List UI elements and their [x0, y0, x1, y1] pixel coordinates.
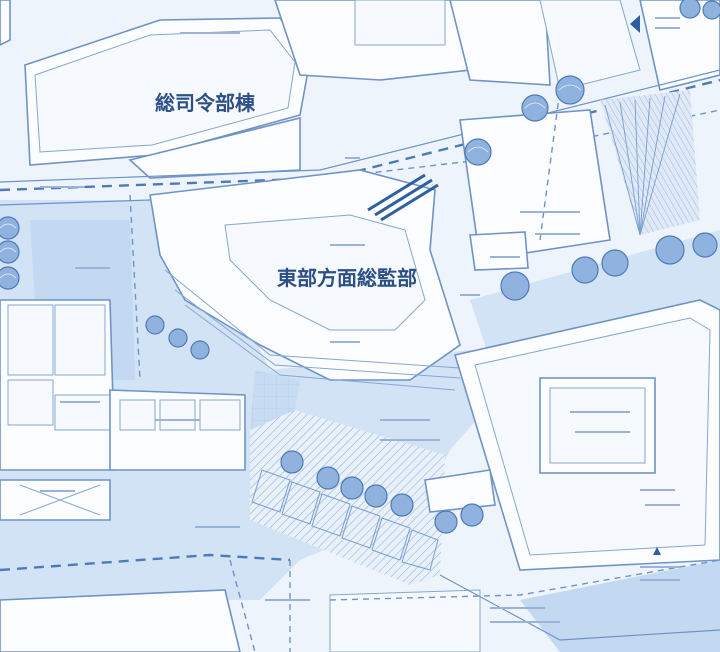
tree-icon	[280, 450, 304, 474]
tree-icon	[601, 249, 629, 277]
tree-icon	[521, 94, 549, 122]
road-edge-lower	[0, 199, 151, 206]
east-small-pavilion	[469, 231, 529, 271]
tree-icon	[0, 266, 20, 290]
tree-icon	[571, 256, 599, 284]
north-arrow-icon	[630, 15, 640, 33]
tree-icon	[692, 232, 718, 258]
south-center-block	[329, 589, 481, 652]
cross-marked-structure	[19, 484, 101, 516]
tree-icon	[316, 466, 340, 490]
general-hq-annex	[128, 116, 301, 179]
hq-terrace-line-1	[164, 269, 461, 369]
south-west-structure	[0, 479, 111, 521]
tree-icon	[555, 75, 585, 105]
annex-room-1	[119, 399, 156, 431]
west-room-3	[7, 379, 54, 426]
west-vertical-path	[129, 194, 141, 381]
south-road-line	[0, 553, 291, 572]
northeast-building	[449, 0, 551, 86]
south-building	[0, 589, 241, 652]
tree-icon	[145, 315, 165, 335]
tree-icon	[679, 0, 701, 19]
tree-icon	[340, 476, 364, 500]
plaza-area-south	[520, 560, 720, 652]
tree-icon	[655, 235, 685, 265]
north-building-core	[354, 0, 446, 46]
direction-triangle-icon	[653, 547, 661, 555]
fan-lines	[604, 93, 681, 236]
tree-icon	[464, 138, 492, 166]
west-room-1	[7, 304, 54, 376]
plaza-strip-south	[0, 510, 260, 565]
tree-icon	[390, 493, 414, 517]
stair-bars	[367, 173, 439, 222]
tree-icon	[0, 216, 20, 240]
east-vertical-path	[539, 89, 561, 241]
tree-icon	[702, 0, 720, 20]
tree-icon	[460, 503, 484, 527]
tree-icon	[364, 484, 388, 508]
parking-bays	[251, 469, 439, 571]
southeast-courtyard	[549, 387, 646, 464]
general-hq-inner-outline	[34, 29, 296, 153]
building-fragment	[0, 0, 11, 46]
hq-terrace-line-3	[184, 304, 456, 391]
road-edge	[0, 69, 720, 183]
eastern-army-hq-inner-outline	[224, 214, 426, 331]
tree-icon	[168, 328, 188, 348]
northeast-annex	[539, 0, 641, 91]
tree-icon	[0, 240, 20, 264]
annex-room-3	[199, 399, 241, 431]
faint-label-marks	[40, 17, 680, 623]
west-room-4	[54, 394, 111, 431]
tree-icon	[434, 510, 458, 534]
tree-icon	[190, 340, 210, 360]
hq-terrace-line-2	[174, 289, 461, 379]
general-hq-label: 総司令部棟	[155, 91, 256, 115]
south-small-building	[424, 469, 496, 513]
south-east-edge	[439, 574, 720, 641]
tree-icons	[0, 0, 720, 534]
west-room-2	[54, 304, 106, 376]
fan-hatched-area	[600, 90, 700, 235]
annex-room-2	[159, 399, 196, 431]
east-edge-building	[639, 0, 720, 91]
south-east-road-line	[329, 559, 720, 601]
tree-icon	[500, 271, 530, 301]
south-vertical-path-2	[229, 559, 256, 652]
eastern-army-hq-label: 東部方面総監部	[277, 266, 417, 290]
